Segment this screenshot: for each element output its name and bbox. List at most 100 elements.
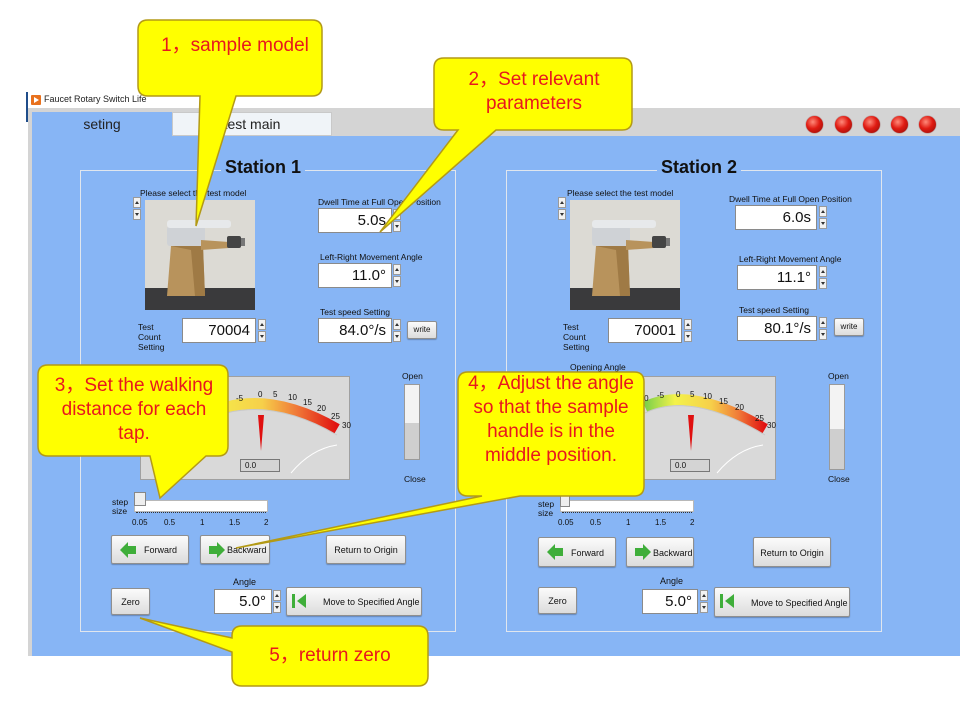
- test-count-spinner[interactable]: [258, 319, 266, 342]
- move-to-angle-button[interactable]: Move to Specified Angle: [286, 587, 422, 616]
- forward-button[interactable]: Forward: [538, 537, 616, 567]
- target-angle-spinner[interactable]: [700, 590, 708, 613]
- station-title: Station 1: [221, 157, 306, 178]
- test-count-input[interactable]: 70004: [182, 318, 256, 343]
- test-count-input[interactable]: 70001: [608, 318, 682, 343]
- movement-angle-input[interactable]: 11.1°: [737, 265, 817, 290]
- gauge-tick: 10: [288, 393, 297, 402]
- opening-angle-label: Opening Angle: [570, 362, 626, 372]
- faucet-photo: [145, 200, 255, 310]
- move-to-icon: [292, 594, 310, 608]
- callout-5-text: 5，return zero: [269, 645, 391, 666]
- dwell-time-input[interactable]: 6.0s: [735, 205, 817, 230]
- step-tick: 1.5: [655, 518, 667, 527]
- gauge-tick: 25: [755, 414, 764, 423]
- gauge-tick: 30: [342, 421, 351, 430]
- open-close-slider[interactable]: [404, 384, 420, 460]
- gauge-tick: 20: [735, 403, 744, 412]
- test-speed-spinner[interactable]: [393, 319, 401, 342]
- zero-button[interactable]: Zero: [538, 587, 577, 614]
- model-select-label: Please select the test model: [140, 188, 247, 198]
- forward-button[interactable]: Forward: [111, 535, 189, 564]
- movement-angle-spinner[interactable]: [393, 264, 401, 287]
- left-arrow-icon: [547, 544, 563, 560]
- step-tick: 2: [264, 518, 269, 527]
- target-angle-input[interactable]: 5.0°: [214, 589, 272, 614]
- zero-button[interactable]: Zero: [111, 588, 150, 615]
- forward-button-label: Forward: [571, 548, 605, 558]
- step-size-label: step size: [538, 499, 555, 518]
- target-angle-spinner[interactable]: [273, 590, 281, 613]
- step-tick: 0.05: [132, 518, 148, 527]
- callout-4-bubble: [235, 371, 645, 549]
- callout-4-text: 4，Adjust the angle so that the sample ha…: [468, 373, 634, 466]
- gauge-tick: -5: [657, 391, 665, 400]
- left-arrow-icon: [120, 542, 136, 558]
- gauge-tick: 10: [703, 392, 712, 401]
- backward-button-label: Backward: [653, 548, 693, 558]
- gauge-tick: 25: [331, 412, 340, 421]
- callout-2-bubble: [379, 57, 633, 233]
- dwell-time-label: Dwell Time at Full Open Position: [729, 194, 852, 204]
- move-to-angle-label: Move to Specified Angle: [323, 597, 420, 607]
- return-origin-button[interactable]: Return to Origin: [753, 537, 831, 567]
- move-to-icon: [720, 594, 738, 608]
- test-speed-label: Test speed Setting: [739, 305, 809, 315]
- gauge-readout: 0.0: [240, 459, 280, 472]
- gauge-needle: [688, 415, 694, 451]
- movement-angle-label: Left-Right Movement Angle: [320, 252, 423, 262]
- status-lights: [806, 116, 960, 134]
- gauge-tick: 5: [273, 390, 278, 399]
- target-angle-input[interactable]: 5.0°: [642, 589, 698, 614]
- step-size-thumb[interactable]: [134, 492, 146, 506]
- gauge-tick: 0: [676, 390, 681, 399]
- station-title: Station 2: [657, 157, 742, 178]
- model-select-spinner[interactable]: [133, 197, 141, 220]
- step-size-ticks: [562, 512, 692, 515]
- move-to-angle-label: Move to Specified Angle: [751, 598, 848, 608]
- model-select-spinner[interactable]: [558, 197, 566, 220]
- step-tick: 0.05: [558, 518, 574, 527]
- gauge-tick: 30: [767, 421, 776, 430]
- dwell-time-spinner[interactable]: [819, 206, 827, 229]
- gauge-tick: 15: [303, 398, 312, 407]
- movement-angle-spinner[interactable]: [819, 266, 827, 289]
- step-tick: 0.5: [164, 518, 176, 527]
- movement-angle-input[interactable]: 11.0°: [318, 263, 392, 288]
- step-tick: 2: [690, 518, 695, 527]
- status-light-icon: [835, 116, 852, 133]
- callout-1-bubble: [137, 19, 323, 227]
- test-speed-label: Test speed Setting: [320, 307, 390, 317]
- gauge-tick: 15: [719, 397, 728, 406]
- gauge-readout: 0.0: [670, 459, 710, 472]
- test-count-label: Test Count Setting: [138, 322, 165, 352]
- gauge-tick: 5: [690, 390, 695, 399]
- write-button[interactable]: write: [834, 318, 864, 336]
- test-count-spinner[interactable]: [684, 319, 692, 342]
- app-title: Faucet Rotary Switch Life: [44, 94, 147, 104]
- test-speed-spinner[interactable]: [819, 317, 827, 340]
- backward-button[interactable]: Backward: [626, 537, 694, 567]
- right-arrow-icon: [209, 542, 225, 558]
- target-angle-label: Angle: [660, 576, 684, 586]
- forward-button-label: Forward: [144, 545, 178, 555]
- move-to-angle-button[interactable]: Move to Specified Angle: [714, 587, 850, 617]
- status-light-icon: [806, 116, 823, 133]
- return-origin-button[interactable]: Return to Origin: [326, 535, 406, 564]
- backward-button[interactable]: Backward: [200, 535, 270, 564]
- step-tick: 0.5: [590, 518, 602, 527]
- movement-angle-label: Left-Right Movement Angle: [739, 254, 842, 264]
- callout-1-text: 1，sample model: [161, 35, 309, 56]
- write-button[interactable]: write: [407, 321, 437, 339]
- tab-seting[interactable]: seting: [32, 112, 172, 136]
- target-angle-label: Angle: [233, 577, 257, 587]
- test-speed-input[interactable]: 84.0°/s: [318, 318, 392, 343]
- gauge-dial: [642, 394, 768, 474]
- callout-3-bubble: [37, 364, 229, 500]
- open-close-slider[interactable]: [829, 384, 845, 470]
- status-light-icon: [891, 116, 908, 133]
- step-size-slider[interactable]: [134, 500, 268, 512]
- test-speed-input[interactable]: 80.1°/s: [737, 316, 817, 341]
